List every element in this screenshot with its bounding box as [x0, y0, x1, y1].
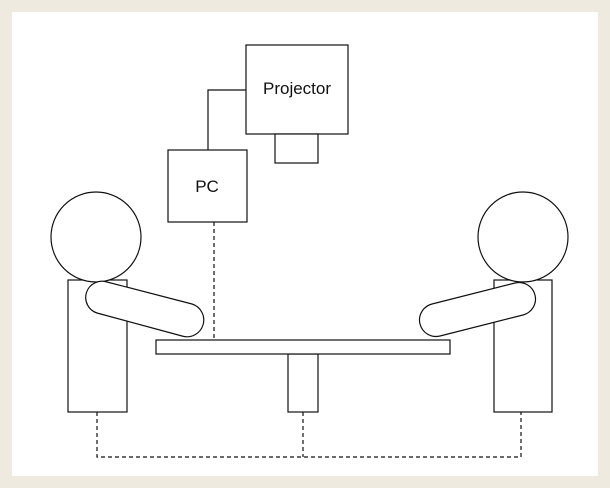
left-person-head	[50, 191, 142, 283]
projector-box	[245, 44, 349, 135]
pc-label: PC	[195, 177, 219, 196]
pc-box	[167, 149, 248, 223]
floor-dashed-link	[96, 412, 522, 458]
table-leg	[287, 353, 319, 413]
projector-label: Projector	[263, 79, 331, 98]
left-person-arm	[85, 280, 205, 338]
right-person-arm	[418, 281, 537, 338]
projector-lens	[274, 133, 319, 164]
pc-projector-cable	[207, 89, 246, 150]
right-person-head	[477, 191, 569, 283]
table-top	[155, 339, 451, 355]
